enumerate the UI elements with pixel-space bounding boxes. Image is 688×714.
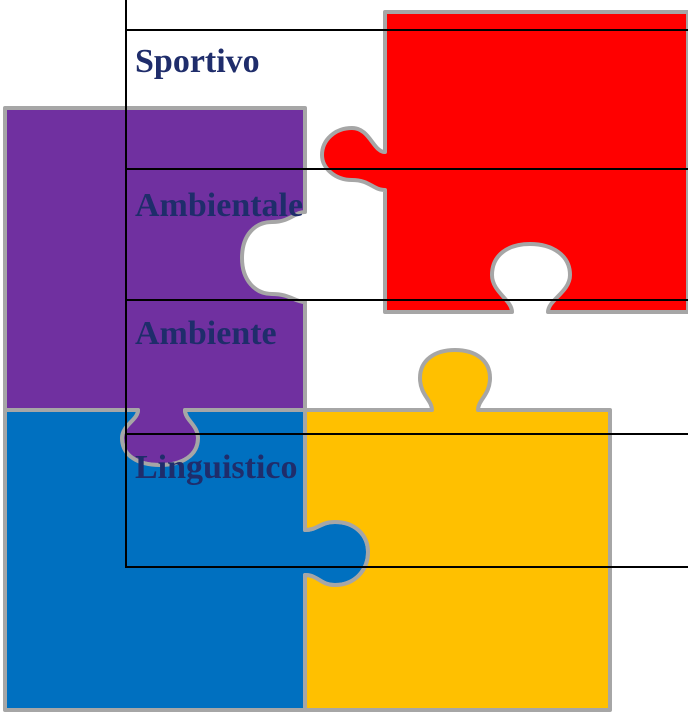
frame-row-divider xyxy=(125,29,688,31)
label-ambientale: Ambientale xyxy=(135,187,304,224)
red-puzzle-piece xyxy=(320,10,688,314)
frame-row-divider xyxy=(125,299,688,301)
label-linguistico: Linguistico xyxy=(135,449,298,486)
frame-row-divider xyxy=(125,168,688,170)
frame-left-border xyxy=(125,0,127,568)
yellow-puzzle-piece xyxy=(303,348,612,712)
label-ambiente: Ambiente xyxy=(135,315,277,352)
frame-row-divider xyxy=(125,433,688,435)
label-sportivo: Sportivo xyxy=(135,43,260,80)
frame-bottom-border xyxy=(125,566,688,568)
